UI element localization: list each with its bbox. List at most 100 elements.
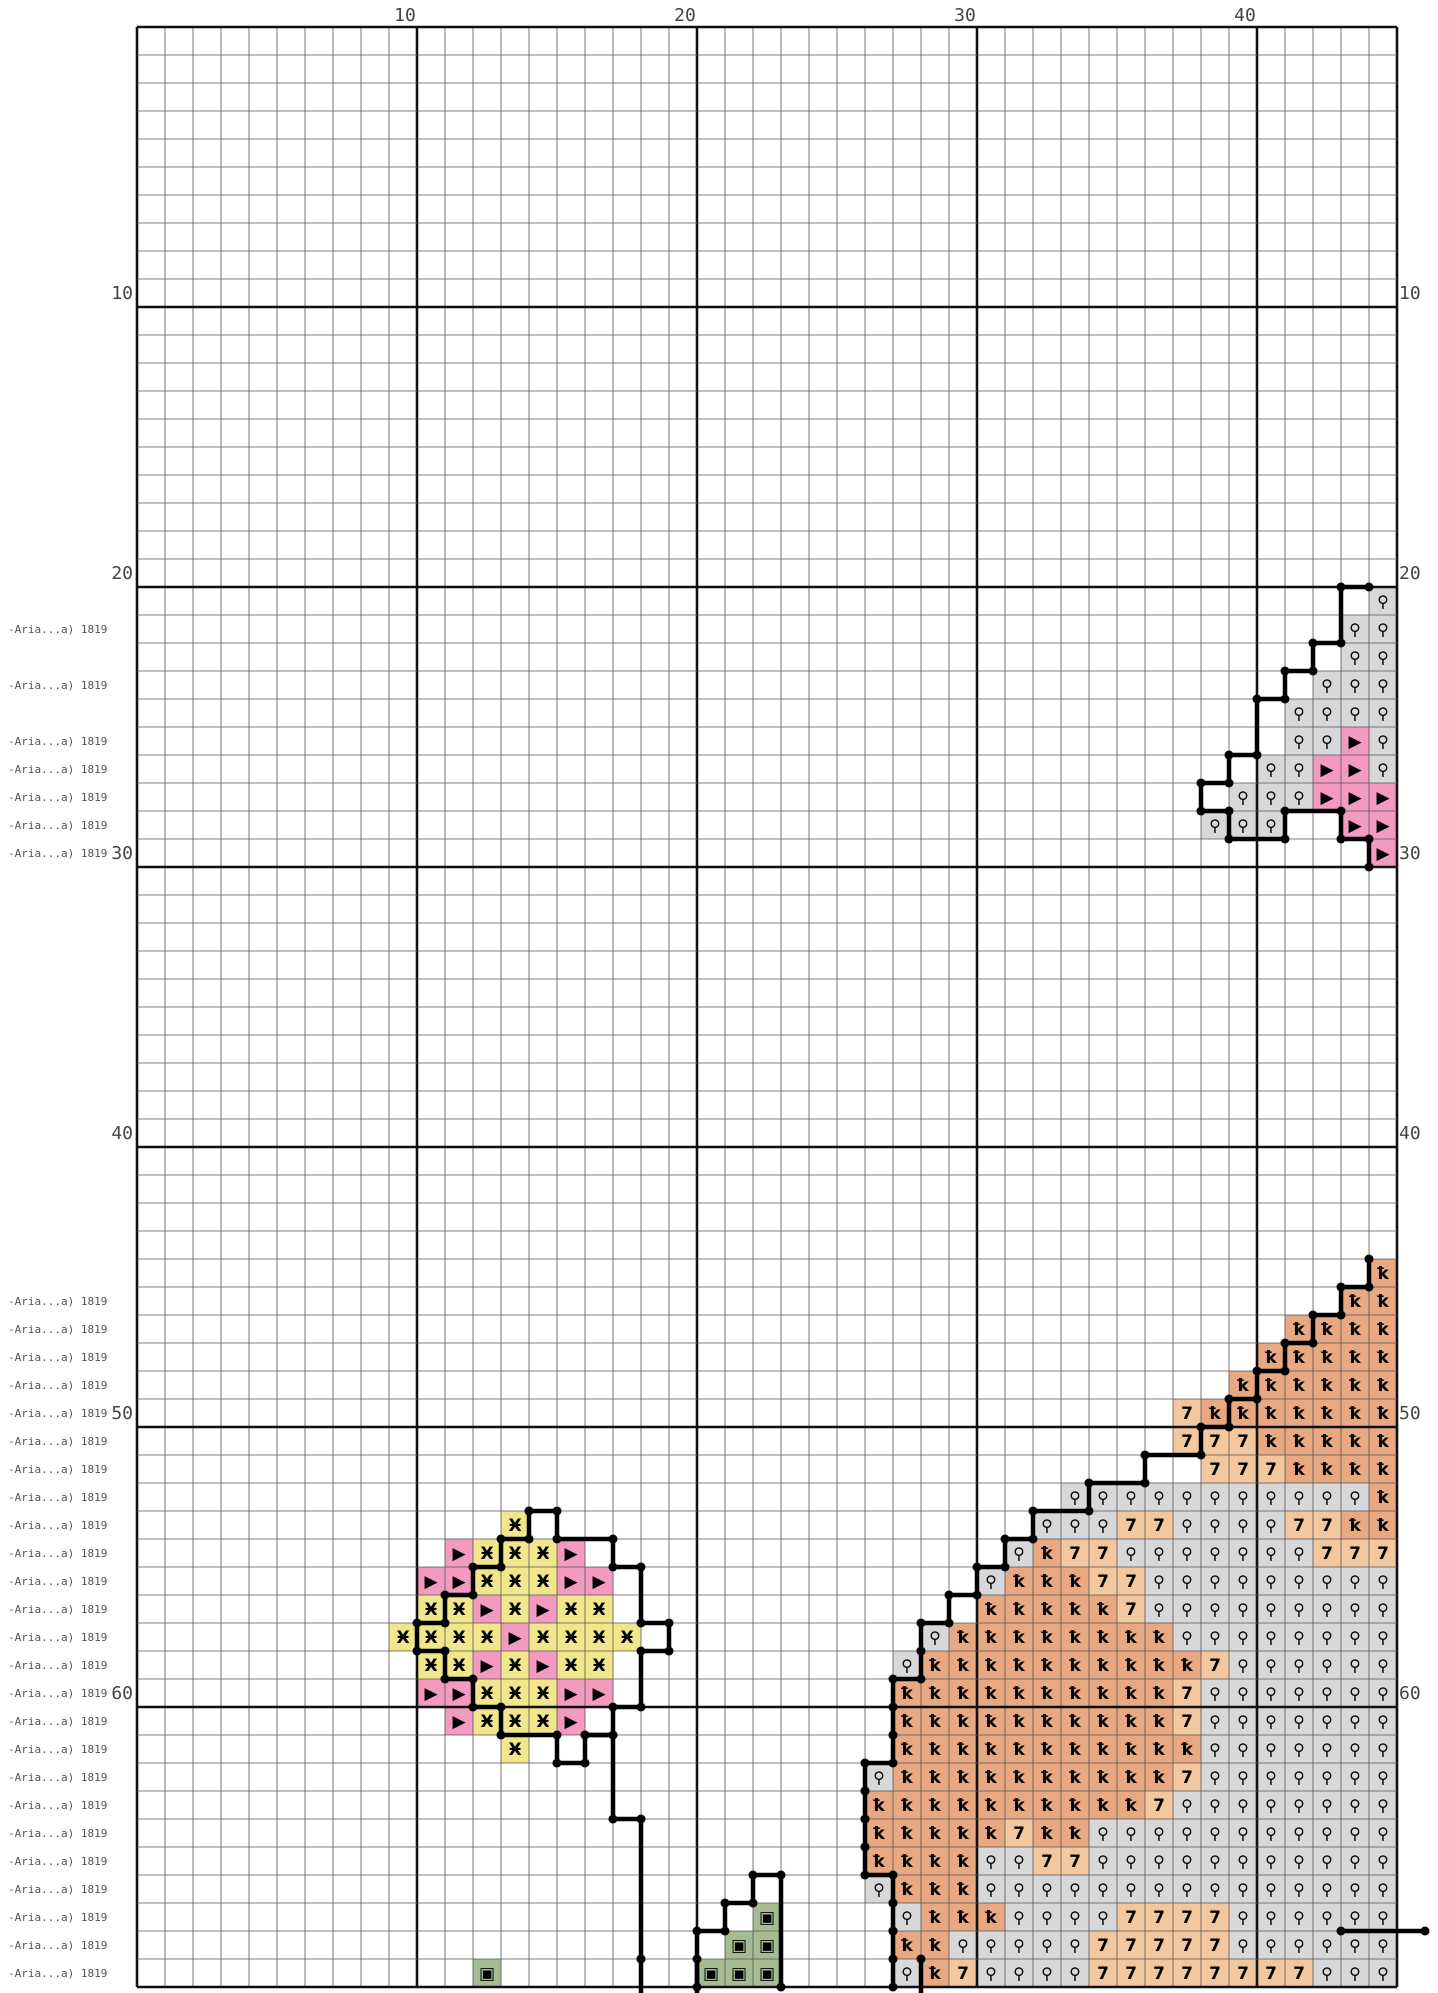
key-symbol: ⚲ — [1377, 1964, 1389, 1983]
key-symbol: ⚲ — [873, 1768, 885, 1787]
key-symbol: ⚲ — [1349, 1964, 1361, 1983]
triangle-symbol: ▶ — [452, 1684, 466, 1704]
outline-node — [973, 1591, 982, 1600]
key-symbol: ⚲ — [1069, 1936, 1081, 1955]
corner-hook-symbol: ꝁ — [1125, 1740, 1138, 1760]
key-symbol: ⚲ — [1293, 1852, 1305, 1871]
key-symbol: ⚲ — [1181, 1628, 1193, 1647]
outline-node — [413, 1619, 422, 1628]
row-number: 40 — [1399, 1123, 1421, 1144]
seven-symbol: 7 — [1377, 1544, 1389, 1564]
comb-symbol: Ӿ — [536, 1572, 549, 1592]
corner-hook-symbol: ꝁ — [957, 1712, 970, 1732]
corner-hook-symbol: ꝁ — [1069, 1628, 1082, 1648]
key-symbol: ⚲ — [1069, 1964, 1081, 1983]
key-symbol: ⚲ — [1321, 1852, 1333, 1871]
row-label: -Aria...a) 1819 — [8, 847, 107, 860]
key-symbol: ⚲ — [1377, 1712, 1389, 1731]
key-symbol: ⚲ — [1181, 1600, 1193, 1619]
corner-hook-symbol: ꝁ — [1349, 1516, 1362, 1536]
key-symbol: ⚲ — [1377, 704, 1389, 723]
comb-symbol: Ӿ — [592, 1628, 605, 1648]
key-symbol: ⚲ — [1293, 788, 1305, 807]
key-symbol: ⚲ — [1265, 1628, 1277, 1647]
triangle-symbol: ▶ — [508, 1628, 522, 1648]
row-number: 50 — [1399, 1403, 1421, 1424]
key-symbol: ⚲ — [1265, 760, 1277, 779]
column-number: 40 — [1234, 5, 1256, 26]
key-symbol: ⚲ — [1377, 1628, 1389, 1647]
corner-hook-symbol: ꝁ — [985, 1684, 998, 1704]
key-symbol: ⚲ — [1153, 1824, 1165, 1843]
key-symbol: ⚲ — [1209, 1768, 1221, 1787]
outline-node — [1001, 1563, 1010, 1572]
outline-node — [1225, 1423, 1234, 1432]
outline-node — [917, 1647, 926, 1656]
key-symbol: ⚲ — [1069, 1880, 1081, 1899]
seven-symbol: 7 — [1097, 1964, 1109, 1984]
key-symbol: ⚲ — [1349, 1572, 1361, 1591]
key-symbol: ⚲ — [1321, 1936, 1333, 1955]
corner-hook-symbol: ꝁ — [957, 1740, 970, 1760]
seven-symbol: 7 — [1181, 1768, 1193, 1788]
row-number: 10 — [111, 283, 133, 304]
key-symbol: ⚲ — [1237, 1572, 1249, 1591]
seven-symbol: 7 — [1293, 1964, 1305, 1984]
key-symbol: ⚲ — [1209, 1488, 1221, 1507]
outline-node — [1309, 639, 1318, 648]
triangle-symbol: ▶ — [564, 1572, 578, 1592]
triangle-symbol: ▶ — [424, 1684, 438, 1704]
key-symbol: ⚲ — [1321, 1964, 1333, 1983]
corner-hook-symbol: ꝁ — [1069, 1796, 1082, 1816]
corner-hook-symbol: ꝁ — [1069, 1712, 1082, 1732]
key-symbol: ⚲ — [1265, 1852, 1277, 1871]
key-symbol: ⚲ — [1349, 620, 1361, 639]
seven-symbol: 7 — [1181, 1908, 1193, 1928]
corner-hook-symbol: ꝁ — [957, 1684, 970, 1704]
key-symbol: ⚲ — [1181, 1824, 1193, 1843]
row-label: -Aria...a) 1819 — [8, 791, 107, 804]
key-symbol: ⚲ — [1181, 1880, 1193, 1899]
row-label: -Aria...a) 1819 — [8, 1295, 107, 1308]
corner-hook-symbol: ꝁ — [1181, 1656, 1194, 1676]
corner-hook-symbol: ꝁ — [1069, 1684, 1082, 1704]
corner-hook-symbol: ꝁ — [929, 1740, 942, 1760]
row-label: -Aria...a) 1819 — [8, 1351, 107, 1364]
outline-node — [693, 1955, 702, 1964]
comb-symbol: Ӿ — [480, 1544, 493, 1564]
outline-node — [441, 1591, 450, 1600]
outline-node — [441, 1647, 450, 1656]
row-number: 40 — [111, 1123, 133, 1144]
key-symbol: ⚲ — [1097, 1880, 1109, 1899]
key-symbol: ⚲ — [1349, 1824, 1361, 1843]
key-symbol: ⚲ — [1321, 1684, 1333, 1703]
seven-symbol: 7 — [1209, 1656, 1221, 1676]
key-symbol: ⚲ — [1377, 592, 1389, 611]
corner-hook-symbol: ꝁ — [1097, 1712, 1110, 1732]
key-symbol: ⚲ — [1265, 1656, 1277, 1675]
corner-hook-symbol: ꝁ — [1125, 1656, 1138, 1676]
seven-symbol: 7 — [1349, 1544, 1361, 1564]
row-label: -Aria...a) 1819 — [8, 1715, 107, 1728]
corner-hook-symbol: ꝁ — [985, 1600, 998, 1620]
comb-symbol: Ӿ — [480, 1684, 493, 1704]
key-symbol: ⚲ — [1321, 704, 1333, 723]
key-symbol: ⚲ — [1209, 1880, 1221, 1899]
outline-node — [777, 1983, 786, 1992]
outline-node — [1253, 1367, 1262, 1376]
row-label: -Aria...a) 1819 — [8, 1883, 107, 1896]
corner-hook-symbol: ꝁ — [1377, 1404, 1390, 1424]
corner-hook-symbol: ꝁ — [901, 1852, 914, 1872]
key-symbol: ⚲ — [901, 1908, 913, 1927]
corner-hook-symbol: ꝁ — [1125, 1628, 1138, 1648]
key-symbol: ⚲ — [1349, 1936, 1361, 1955]
comb-symbol: Ӿ — [620, 1628, 633, 1648]
triangle-symbol: ▶ — [1320, 788, 1334, 808]
outline-node — [945, 1619, 954, 1628]
corner-hook-symbol: ꝁ — [901, 1796, 914, 1816]
outline-node — [945, 1591, 954, 1600]
outline-node — [1281, 1367, 1290, 1376]
outline-node — [973, 1563, 982, 1572]
corner-hook-symbol: ꝁ — [1013, 1740, 1026, 1760]
key-symbol: ⚲ — [1209, 1572, 1221, 1591]
